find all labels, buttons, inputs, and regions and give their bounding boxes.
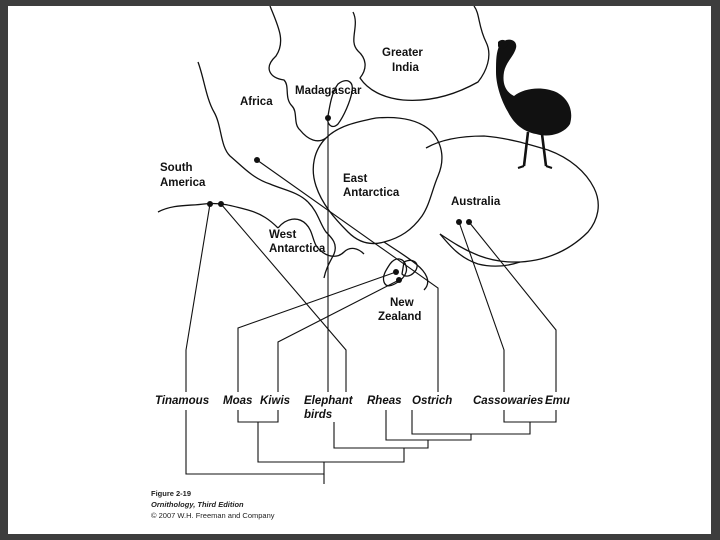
coast-west-antarctica: [277, 218, 365, 257]
figure-caption: Figure 2-19 Ornithology, Third Edition ©…: [151, 489, 275, 520]
label-east-antarctica-2: Antarctica: [343, 187, 400, 199]
taxon-kiwis: Kiwis: [260, 395, 290, 407]
region-labels: Greater India Africa Madagascar South Am…: [160, 47, 501, 323]
label-australia: Australia: [451, 196, 501, 208]
coast-south-america: [197, 61, 309, 203]
link-ostrich: [256, 159, 439, 392]
clade-ratites: [257, 422, 405, 463]
label-new-zealand-1: New: [390, 297, 414, 309]
slide: Greater India Africa Madagascar South Am…: [8, 6, 711, 534]
taxon-ostrich: Ostrich: [412, 395, 452, 407]
taxon-elephant-birds-2: birds: [304, 409, 332, 421]
phylogeny-tree: [185, 410, 557, 484]
coast-south-america-lower: [157, 202, 279, 229]
label-africa: Africa: [240, 96, 273, 108]
taxon-elephant-birds-1: Elephant: [304, 395, 354, 407]
label-west-antarctica-1: West: [269, 229, 296, 241]
clade-elephant-birds: [333, 422, 429, 449]
label-south-america-2: America: [160, 177, 206, 189]
distribution-links: [185, 115, 557, 392]
link-moas: [237, 271, 397, 392]
coast-africa: [268, 6, 327, 142]
taxon-emu: Emu: [545, 395, 570, 407]
clade-cassowaries-emu: [503, 410, 557, 423]
coast-greater-india: [352, 6, 490, 102]
taxon-moas: Moas: [223, 395, 252, 407]
caption-book-title: Ornithology, Third Edition: [151, 500, 244, 509]
clade-moas-kiwis: [237, 410, 279, 423]
taxon-labels: Tinamous Moas Kiwis Elephant birds Rheas…: [155, 395, 570, 421]
taxon-rheas: Rheas: [367, 395, 402, 407]
taxon-cassowaries: Cassowaries: [473, 395, 543, 407]
link-rheas: [220, 203, 347, 392]
label-west-antarctica-2: Antarctica: [269, 243, 326, 255]
clade-palaeognathae: [185, 410, 325, 475]
label-madagascar: Madagascar: [295, 85, 362, 97]
link-cassowaries: [458, 221, 505, 392]
caption-copyright: © 2007 W.H. Freeman and Company: [151, 511, 275, 520]
map-coastlines: [157, 6, 599, 291]
caption-figure-number: Figure 2-19: [151, 489, 191, 498]
coast-australia: [425, 135, 599, 263]
label-south-america-1: South: [160, 162, 193, 174]
label-greater-india-2: India: [392, 62, 419, 74]
label-east-antarctica-1: East: [343, 173, 367, 185]
ostrich-silhouette-icon: [496, 39, 572, 169]
label-greater-india-1: Greater: [382, 47, 423, 59]
coast-east-antarctica: [312, 116, 443, 245]
link-tinamous: [185, 203, 211, 392]
link-kiwis: [277, 279, 400, 392]
coast-madagascar: [326, 80, 353, 128]
link-emu: [468, 221, 557, 392]
clade-rheas: [385, 410, 472, 441]
coast-australia-south: [439, 233, 521, 267]
gondwana-ratite-diagram: Greater India Africa Madagascar South Am…: [151, 6, 599, 520]
taxon-tinamous: Tinamous: [155, 395, 209, 407]
label-new-zealand-2: Zealand: [378, 311, 421, 323]
coast-antarctic-shelf: [383, 241, 429, 291]
